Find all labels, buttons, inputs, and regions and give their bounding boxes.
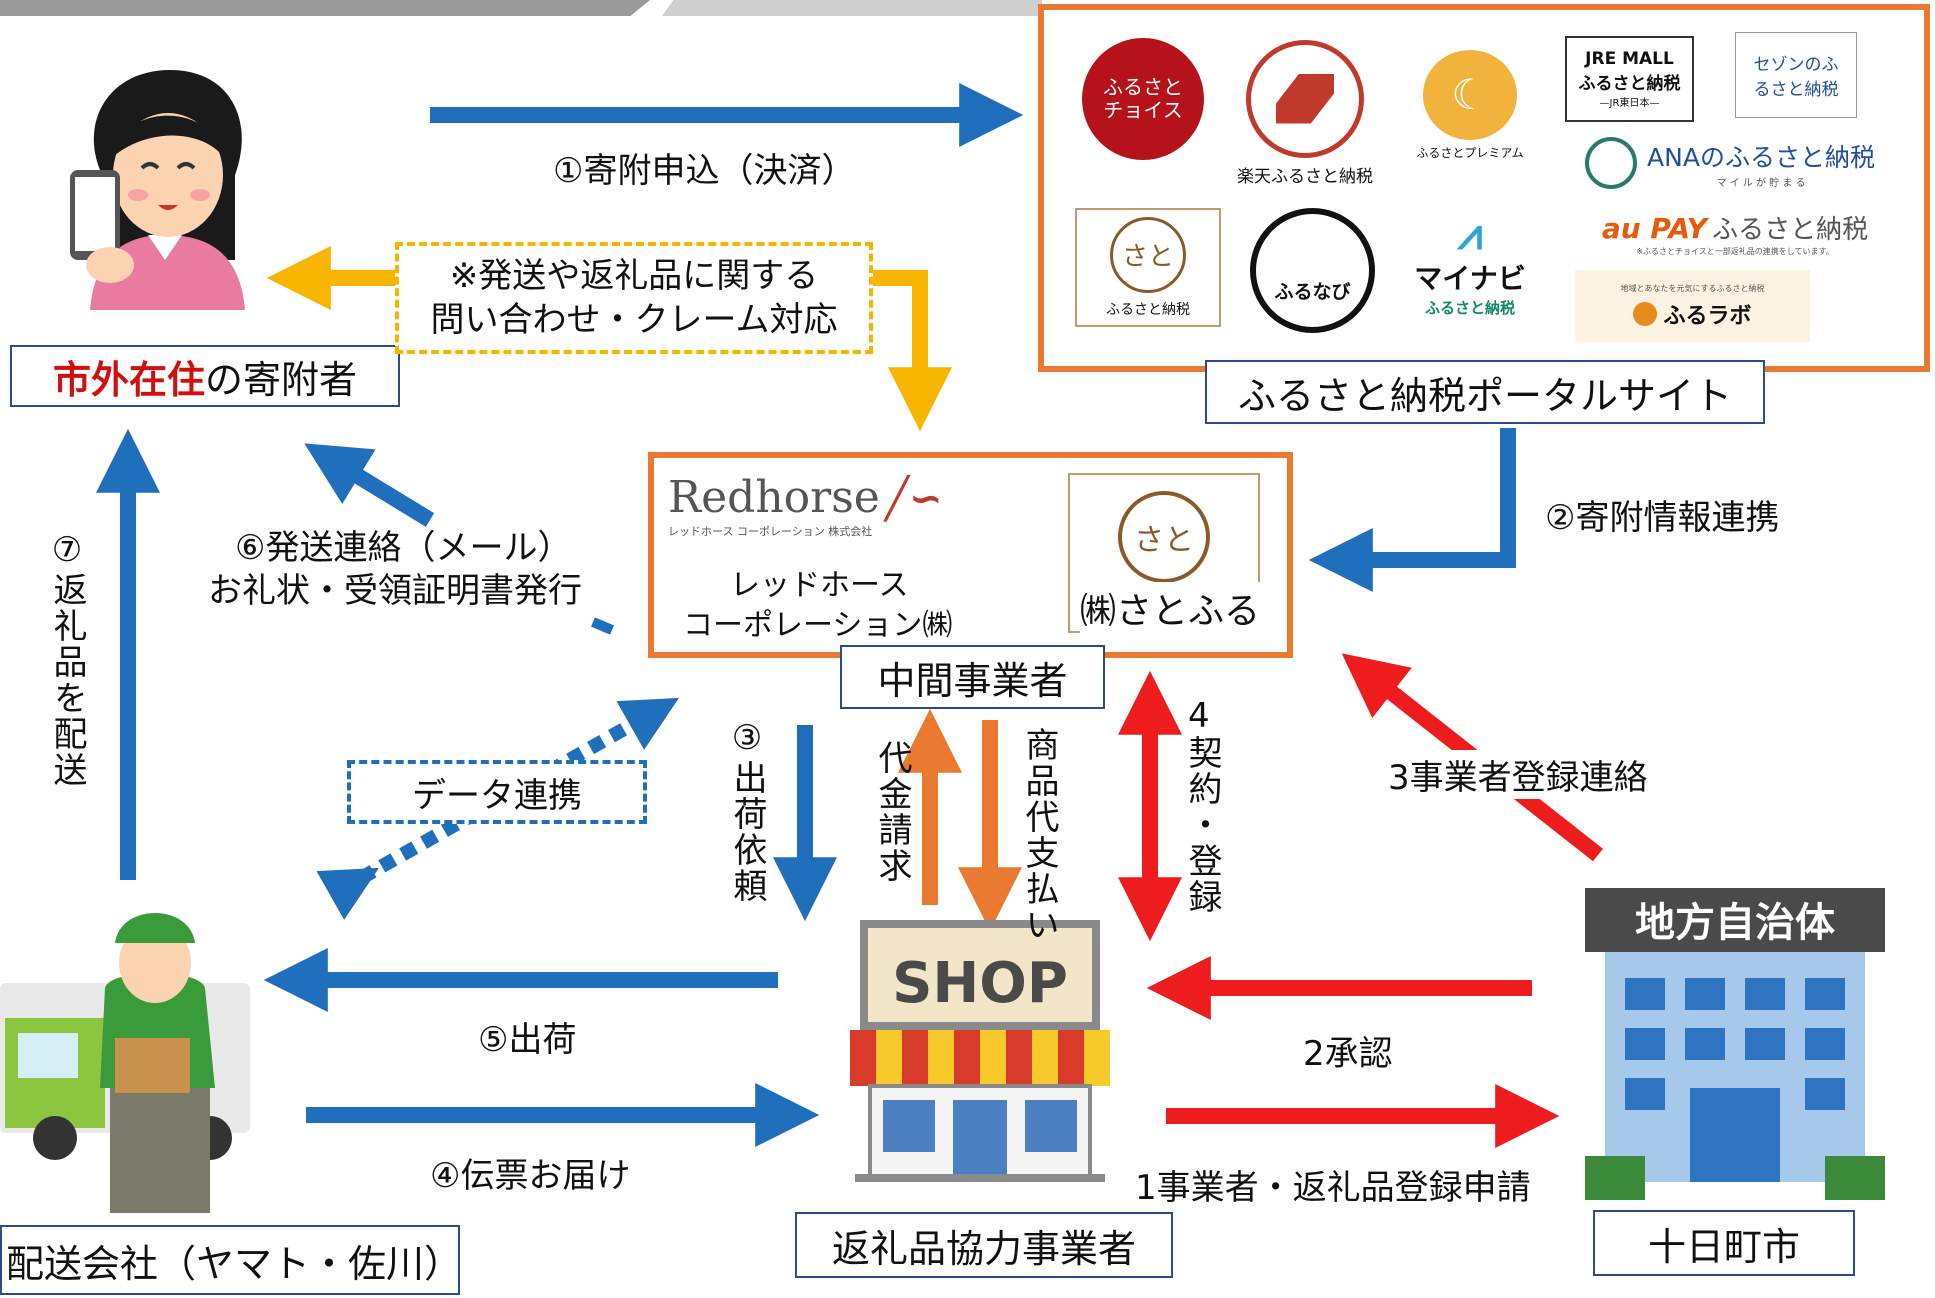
logo-furabo: 地域とあなたを元気にするふるさと納税 ふるラボ bbox=[1575, 270, 1810, 342]
logo-saison-text: セゾンのふるさと納税 bbox=[1753, 55, 1839, 100]
logo-furusato-choice: ふるさとチョイス bbox=[1082, 38, 1204, 160]
redhorse-name-2: コーポレーション㈱ bbox=[683, 608, 953, 643]
logo-mynavi-text-1: マイナビ bbox=[1414, 261, 1526, 295]
logo-satofull-text: ふるさと納税 bbox=[1106, 301, 1190, 318]
logo-satofull-portal: さと ふるさと納税 bbox=[1075, 208, 1221, 327]
logo-premium-text: ふるさとプレミアム bbox=[1416, 145, 1524, 160]
intermediary-label-text: 中間事業者 bbox=[877, 658, 1068, 703]
flow-shipping-notice-2: お礼状・受領証明書発行 bbox=[208, 571, 582, 611]
logo-furusato-choice-text: ふるさとチョイス bbox=[1103, 75, 1183, 122]
logo-rakuten-text: 楽天ふるさと納税 bbox=[1237, 166, 1373, 187]
flow-contract-label: 契約・登録 bbox=[1182, 735, 1222, 915]
arrow-shipping-notice bbox=[304, 443, 435, 527]
redhorse-logo-text: Redhorse bbox=[668, 472, 880, 523]
logo-ana: ANAのふるさと納税 マ イ ル が 貯 ま る bbox=[1565, 130, 1895, 196]
redhorse-brush-icon: ╱∽ bbox=[884, 476, 943, 522]
furabo-house-icon bbox=[1633, 301, 1658, 326]
mynavi-emblem-icon: ⩘ bbox=[1457, 208, 1483, 260]
donor-label: 市外在住の寄附者 bbox=[10, 345, 400, 407]
rakuten-emblem-icon bbox=[1246, 39, 1364, 158]
shop-label: 返礼品協力事業者 bbox=[795, 1212, 1173, 1278]
satofull-name: ㈱さとふる bbox=[1080, 582, 1261, 634]
portal-label: ふるさと納税ポータルサイト bbox=[1205, 360, 1765, 424]
inquiry-text-1: ※発送や返礼品に関する bbox=[449, 255, 819, 296]
municipality-illustration: 地方自治体 bbox=[1585, 888, 1885, 1200]
redhorse-name-1: レッドホース bbox=[730, 568, 909, 603]
logo-jre-text-1: JRE MALL bbox=[1585, 49, 1674, 69]
data-link-box: データ連携 bbox=[347, 760, 647, 824]
shop-illustration: SHOP bbox=[850, 920, 1110, 1182]
flow-registration-notice-label: 3事業者登録連絡 bbox=[1388, 750, 1648, 799]
logo-jre-mall: JRE MALL ふるさと納税 —JR東日本— bbox=[1565, 36, 1694, 122]
redhorse-logo: Redhorse ╱∽ レッドホース コーポレーション 株式会社 bbox=[668, 472, 1028, 552]
flow-shipment-label: ⑤出荷 bbox=[478, 1020, 577, 1060]
logo-rakuten: 楽天ふるさと納税 bbox=[1230, 38, 1380, 188]
logo-furabo-sub: 地域とあなたを元気にするふるさと納税 bbox=[1620, 283, 1765, 293]
redhorse-logo-sub: レッドホース コーポレーション 株式会社 bbox=[668, 525, 873, 538]
flow-deliver-gift-label: ⑦返礼品を配送 bbox=[47, 530, 87, 788]
logo-aupay-text-1: au PAY bbox=[1601, 212, 1708, 245]
arrow-info-link bbox=[1308, 428, 1516, 592]
logo-aupay-text-2: ふるさと納税 bbox=[1712, 215, 1869, 245]
inquiry-box: ※発送や返礼品に関する 問い合わせ・クレーム対応 bbox=[395, 242, 873, 354]
flow-payment-label: 商品代支払い bbox=[1019, 727, 1059, 943]
logo-furusato-premium: ☾ ふるさとプレミアム bbox=[1400, 45, 1540, 165]
flow-apply-label: 1事業者・返礼品登録申請 bbox=[1135, 1168, 1531, 1208]
logo-mynavi: ⩘ マイナビ ふるさと納税 bbox=[1400, 205, 1540, 325]
logo-saison: セゾンのふるさと納税 bbox=[1735, 32, 1857, 118]
premium-emblem-icon: ☾ bbox=[1423, 49, 1517, 140]
flow-shipping-notice-1: ⑥発送連絡（メール） bbox=[235, 528, 572, 568]
donor-label-rest: の寄附者 bbox=[205, 357, 358, 402]
flow-ship-request-label: ③出荷依頼 bbox=[727, 718, 767, 904]
arrow-inquiry-down bbox=[860, 270, 952, 432]
header-bar-right bbox=[662, 0, 1042, 16]
municipality-label-text: 十日町市 bbox=[1647, 1224, 1800, 1269]
satofull-logo-emblem-icon: さと bbox=[1118, 491, 1210, 583]
flow-donation-label: ①寄附申込（決済） bbox=[553, 151, 856, 191]
flow-slip-delivery-label: ④伝票お届け bbox=[430, 1156, 631, 1196]
logo-furunavi-text: ふるなび bbox=[1274, 281, 1351, 303]
logo-furunavi: ふるなび bbox=[1250, 208, 1375, 333]
flow-approve-label: 2承認 bbox=[1303, 1034, 1393, 1074]
logo-ana-text: ANAのふるさと納税 bbox=[1647, 142, 1875, 172]
data-link-text: データ連携 bbox=[412, 775, 582, 816]
header-bar-left bbox=[0, 0, 650, 16]
portal-label-text: ふるさと納税ポータルサイト bbox=[1237, 373, 1732, 418]
flow-contract-num: 4 bbox=[1188, 696, 1210, 736]
flow-info-link-label: ②寄附情報連携 bbox=[1545, 498, 1780, 538]
shop-label-text: 返礼品協力事業者 bbox=[831, 1226, 1136, 1271]
delivery-label-text: 配送会社（ヤマト・佐川） bbox=[6, 1241, 463, 1286]
inquiry-text-2: 問い合わせ・クレーム対応 bbox=[430, 300, 838, 340]
intermediary-label: 中間事業者 bbox=[840, 645, 1105, 709]
shop-sign-text: SHOP bbox=[892, 951, 1068, 1016]
logo-mynavi-text-2: ふるさと納税 bbox=[1424, 298, 1515, 317]
municipality-label: 十日町市 bbox=[1593, 1210, 1855, 1276]
logo-aupay: au PAY ふるさと納税 ※ふるさとチョイスと一部返礼品の連携をしています。 bbox=[1575, 208, 1895, 258]
logo-ana-sub: マ イ ル が 貯 ま る bbox=[1716, 177, 1806, 189]
municipality-sign-text: 地方自治体 bbox=[1635, 900, 1835, 946]
logo-furabo-text: ふるラボ bbox=[1663, 303, 1752, 329]
ana-emblem-icon bbox=[1585, 137, 1638, 189]
flow-invoice-label: 代金請求 bbox=[872, 740, 912, 884]
logo-aupay-sub: ※ふるさとチョイスと一部返礼品の連携をしています。 bbox=[1636, 247, 1834, 256]
satofull-emblem-icon: さと bbox=[1110, 216, 1186, 293]
logo-jre-text-3: —JR東日本— bbox=[1599, 98, 1660, 109]
delivery-illustration bbox=[0, 913, 250, 1213]
arrow-shipping-notice-tail bbox=[591, 617, 614, 635]
donor-label-red: 市外在住 bbox=[52, 357, 205, 402]
logo-jre-text-2: ふるさと納税 bbox=[1578, 74, 1681, 94]
donor-illustration bbox=[70, 70, 245, 310]
delivery-label: 配送会社（ヤマト・佐川） bbox=[0, 1225, 463, 1295]
